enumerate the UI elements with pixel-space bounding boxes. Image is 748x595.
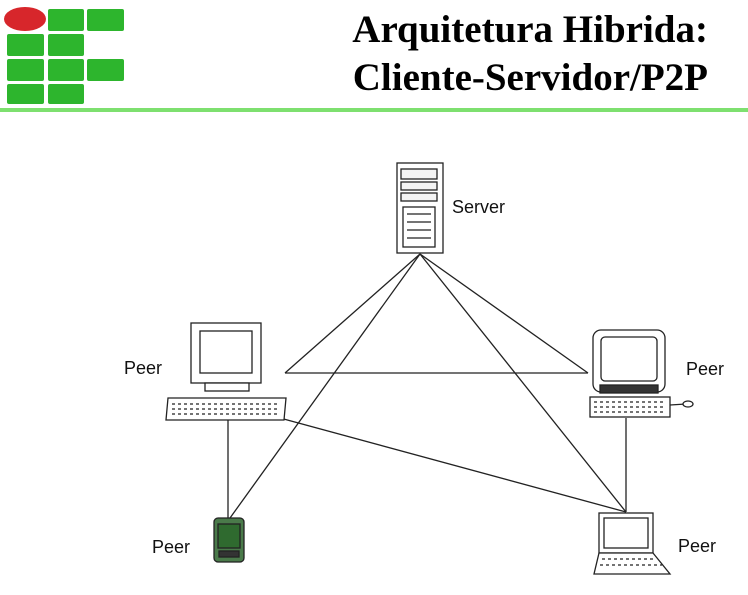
connection-line — [284, 253, 421, 374]
peer-label-laptop: Peer — [678, 536, 717, 556]
logo-red-circle — [4, 7, 46, 31]
server-icon — [396, 162, 444, 254]
logo-block — [48, 34, 84, 56]
logo-block — [7, 59, 44, 81]
connection-line — [229, 253, 421, 519]
title-line-1: Arquitetura Hibrida: — [352, 8, 708, 51]
laptop-peer-icon — [593, 512, 672, 575]
logo-block — [87, 59, 124, 81]
connection-line — [419, 253, 627, 513]
peer-label-pda: Peer — [152, 537, 191, 557]
logo-block — [48, 84, 84, 104]
desktop-peer-icon — [165, 322, 287, 421]
title-line-2: Cliente-Servidor/P2P — [352, 56, 708, 99]
slide-title: Arquitetura Hibrida: Cliente-Servidor/P2… — [248, 6, 708, 102]
connection-lines — [227, 253, 627, 519]
server-label: Server — [452, 197, 506, 217]
logo-block — [7, 84, 44, 104]
logo-block — [7, 34, 44, 56]
terminal-peer-icon — [589, 329, 694, 418]
title-divider — [0, 108, 748, 112]
peer-label-terminal: Peer — [686, 359, 725, 379]
logo-block — [48, 59, 84, 81]
connection-line — [419, 253, 589, 374]
logo-block — [87, 9, 124, 31]
peer-label-desktop: Peer — [124, 358, 163, 378]
institute-logo — [4, 7, 124, 104]
pda-peer-icon — [213, 517, 245, 563]
connection-line — [279, 417, 627, 513]
logo-block — [48, 9, 84, 31]
